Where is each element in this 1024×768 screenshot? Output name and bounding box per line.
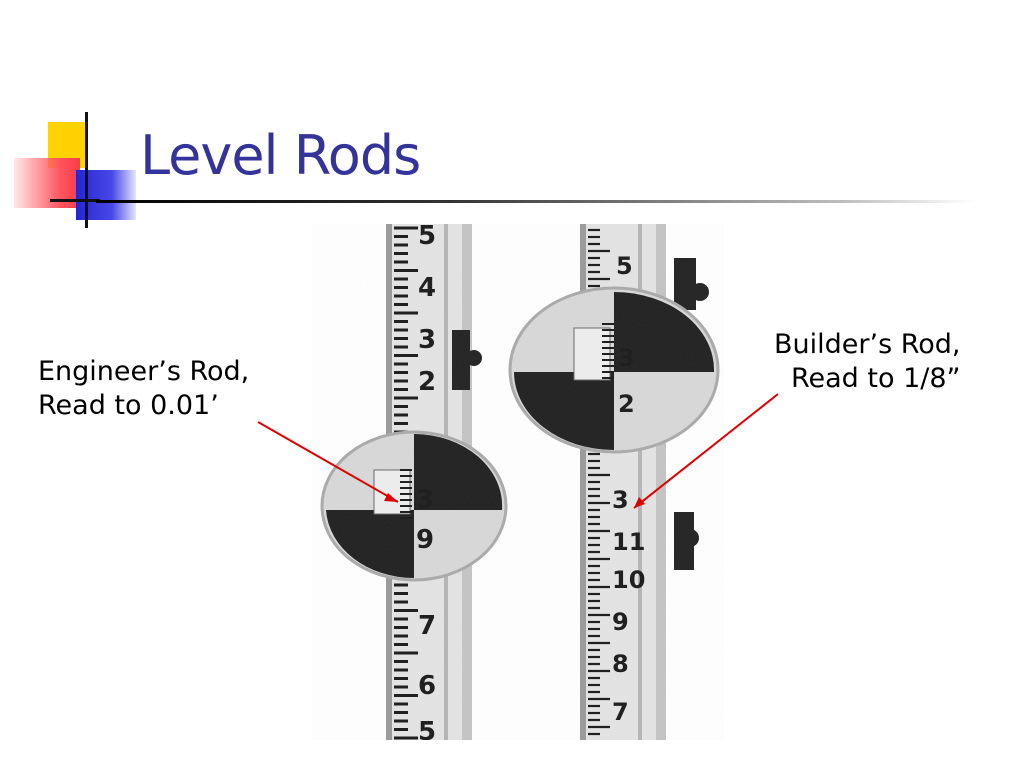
title-underline (96, 200, 976, 203)
slide-logo-icon (0, 100, 140, 230)
engineer-rod-label: Engineer’s Rod, Read to 0.01’ (38, 355, 249, 423)
builder-rod-label-line1: Builder’s Rod, (774, 329, 961, 360)
logo-vertical-line (85, 112, 88, 228)
builder-rod-label: Builder’s Rod, Read to 1/8” (774, 328, 961, 396)
level-rods-illustration: 5432765531110987 3239 (312, 224, 724, 740)
slide-title: Level Rods (140, 124, 421, 187)
logo-horizontal-line (50, 199, 100, 202)
engineer-rod-label-line2: Read to 0.01’ (38, 390, 219, 421)
level-rods-photo: 5432765531110987 3239 (312, 224, 724, 740)
engineer-rod-label-line1: Engineer’s Rod, (38, 356, 250, 387)
builder-rod-label-line2: Read to 1/8” (790, 363, 961, 394)
